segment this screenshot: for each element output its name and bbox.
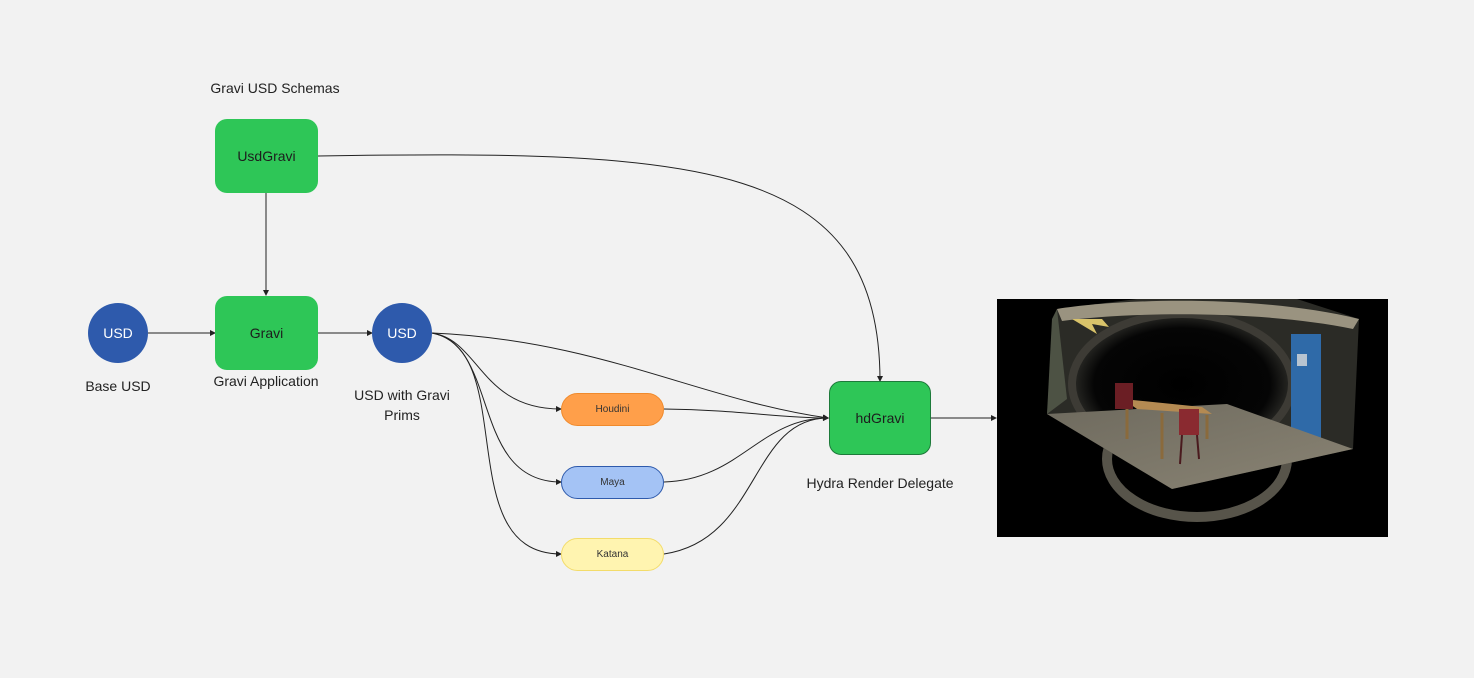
usd-prims-node[interactable]: USD	[372, 303, 432, 363]
gravi-application-label: Gravi Application	[213, 373, 319, 389]
edge-usdgravi-to-hdgravi	[317, 154, 883, 382]
usd-prims-label-line2: Prims	[384, 407, 420, 423]
edge-usd-prims-to-houdini	[431, 332, 562, 412]
rendered-scene-illustration	[1047, 299, 1359, 522]
usd-prims-node-label: USD	[387, 325, 417, 341]
houdini-node[interactable]: Houdini	[561, 393, 664, 426]
maya-node-label: Maya	[600, 477, 625, 488]
hdgravi-node[interactable]: hdGravi	[829, 381, 931, 455]
houdini-node-label: Houdini	[595, 404, 630, 415]
edge-houdini-to-hdgravi	[663, 408, 829, 421]
hydra-render-delegate-label: Hydra Render Delegate	[806, 475, 954, 491]
katana-node[interactable]: Katana	[561, 538, 664, 571]
edge-maya-to-hdgravi	[663, 415, 829, 483]
usd-prims-label-line1: USD with Gravi	[354, 387, 450, 403]
usd-base-node[interactable]: USD	[88, 303, 148, 363]
render-output-image	[997, 299, 1388, 537]
edge-katana-to-hdgravi	[663, 415, 829, 555]
usd-base-node-label: USD	[103, 325, 133, 341]
gravi-node[interactable]: Gravi	[215, 296, 318, 370]
schemas-label: Gravi USD Schemas	[210, 80, 340, 96]
gravi-node-label: Gravi	[249, 325, 284, 341]
usdgravi-node-label: UsdGravi	[237, 148, 296, 164]
usdgravi-node[interactable]: UsdGravi	[215, 119, 318, 193]
katana-node-label: Katana	[596, 549, 629, 560]
edge-usd-prims-to-hdgravi	[431, 332, 829, 421]
hdgravi-node-label: hdGravi	[855, 410, 905, 426]
usd-with-gravi-prims-label: USD with Gravi Prims	[340, 385, 464, 425]
maya-node[interactable]: Maya	[561, 466, 664, 499]
edge-usd-prims-to-katana	[431, 332, 562, 557]
base-usd-label: Base USD	[85, 378, 151, 394]
